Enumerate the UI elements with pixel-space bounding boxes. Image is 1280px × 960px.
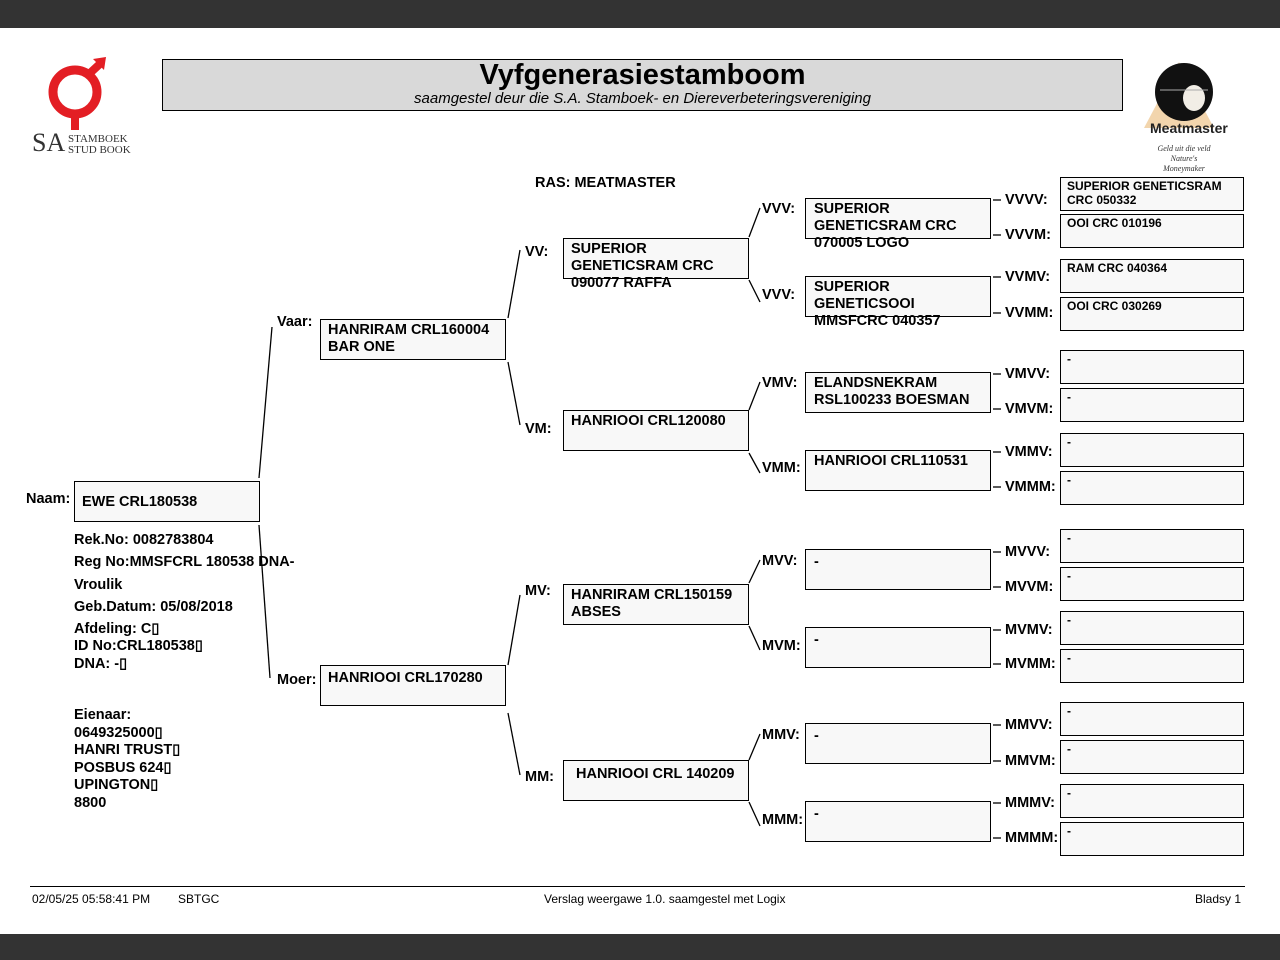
meatmaster-brand: Meatmaster [1150, 120, 1228, 136]
vmm-label: VMM: [762, 460, 801, 476]
vvv-label-1: VVV: [762, 201, 796, 217]
rek-no: Rek.No: 0082783804 [74, 532, 214, 548]
moer-box: HANRIOOI CRL170280 [320, 665, 506, 706]
gen4-label-vvvm: VVVM: [1005, 227, 1051, 243]
gen4-label-vvvv: VVVV: [1005, 192, 1048, 208]
gen4-box-vvmm: OOI CRC 030269 [1060, 297, 1244, 331]
gen4-label-vmvv: VMVV: [1005, 366, 1051, 382]
id-no: ID No:CRL180538▯ [74, 638, 203, 654]
gen4-label-mvmm: MVMM: [1005, 656, 1056, 672]
sheep-emblem-icon [1144, 62, 1214, 128]
footer-code: SBTGC [178, 892, 220, 906]
mvv-label: MVV: [762, 553, 798, 569]
vm-label: VM: [525, 421, 552, 437]
gen4-label-vvmv: VVMV: [1005, 269, 1051, 285]
mmm-box: - [805, 801, 991, 842]
vaar-label: Vaar: [277, 314, 313, 330]
mmv-label: MMV: [762, 727, 800, 743]
gen4-label-mmvv: MMVV: [1005, 717, 1053, 733]
vvv-box-1: SUPERIOR GENETICSRAM CRC 070005 LOGO [805, 198, 991, 251]
moer-label: Moer: [277, 672, 317, 688]
mvm-box: - [805, 627, 991, 668]
footer-datetime: 02/05/25 05:58:41 PM [32, 892, 151, 906]
logo-line-stamboek: STAMBOEK [68, 133, 128, 145]
owner-line: HANRI TRUST▯ [74, 742, 181, 758]
mmv-box: - [805, 723, 991, 764]
gen4-box-mvvv: - [1060, 529, 1244, 563]
gen4-box-vvvm: OOI CRC 010196 [1060, 214, 1244, 248]
gen4-box-vvmv: RAM CRC 040364 [1060, 259, 1244, 293]
page-title: Vyfgenerasiestamboom [479, 59, 806, 91]
owner-line: 8800 [74, 794, 107, 811]
vmv-label: VMV: [762, 375, 798, 391]
vm-box: HANRIOOI CRL120080 [563, 410, 749, 451]
gen4-label-vmvm: VMVM: [1005, 401, 1054, 417]
owner-line: 0649325000▯ [74, 724, 163, 741]
sex: Vroulik [74, 577, 123, 593]
gen4-box-vmmv: - [1060, 433, 1244, 467]
gen4-box-mmmm: - [1060, 822, 1244, 856]
footer-report: Verslag weergawe 1.0. saamgestel met Log… [544, 892, 786, 906]
gen4-box-mvvm: - [1060, 567, 1244, 601]
mvm-label: MVM: [762, 638, 801, 654]
mm-box: HANRIOOI CRL 140209 [563, 760, 749, 801]
afdeling: Afdeling: C▯ [74, 621, 160, 637]
vmv-box: ELANDSNEKRAM RSL100233 BOESMAN [805, 372, 991, 413]
gen4-box-mmmv: - [1060, 784, 1244, 818]
mmm-label: MMM: [762, 812, 804, 828]
breed-label: RAS: MEATMASTER [535, 175, 676, 191]
gen4-label-mmmv: MMMV: [1005, 795, 1055, 811]
viewer-top-bar [0, 0, 1280, 28]
gen4-box-mmvv: - [1060, 702, 1244, 736]
vvv-box-2: SUPERIOR GENETICSOOI MMSFCRC 040357 [805, 276, 991, 329]
gen4-box-vmvm: - [1060, 388, 1244, 422]
birth-date: Geb.Datum: 05/08/2018 [74, 599, 233, 615]
reg-no: Reg No:MMSFCRL 180538 DNA- [74, 554, 295, 570]
gen4-label-mvvv: MVVV: [1005, 544, 1051, 560]
viewer-bottom-bar [0, 934, 1280, 960]
meatmaster-tagline-1: Geld uit die veld [1157, 144, 1211, 153]
gen4-label-mvvm: MVVM: [1005, 579, 1054, 595]
gen4-label-vvmm: VVMM: [1005, 305, 1054, 321]
owner-line: POSBUS 624▯ [74, 759, 172, 776]
meatmaster-logo: Meatmaster Geld uit die veld Nature's Mo… [1138, 60, 1228, 173]
stud-symbol-icon [48, 57, 106, 130]
footer-page: Bladsy 1 [1195, 892, 1242, 906]
gen4-label-mvmv: MVMV: [1005, 622, 1053, 638]
gen4-label-vmmm: VMMM: [1005, 479, 1056, 495]
gen4-label-mmvm: MMVM: [1005, 753, 1056, 769]
vmm-box: HANRIOOI CRL110531 [805, 450, 991, 491]
logo-line-studbook: STUD BOOK [68, 144, 131, 156]
mv-box: HANRIRAM CRL150159 ABSES [563, 584, 749, 625]
owner-line: Eienaar: [74, 707, 132, 723]
mv-label: MV: [525, 583, 551, 599]
owner-line: UPINGTON▯ [74, 777, 159, 793]
meatmaster-tagline-2: Nature's Moneymaker [1163, 154, 1205, 173]
animal-name-box: EWE CRL180538 [74, 481, 260, 522]
mm-label: MM: [525, 769, 554, 785]
gen4-box-mmvm: - [1060, 740, 1244, 774]
vv-box: SUPERIOR GENETICSRAM CRC 090077 RAFFA [563, 238, 749, 291]
dna: DNA: -▯ [74, 656, 128, 672]
gen4-box-mvmm: - [1060, 649, 1244, 683]
owner-block: Eienaar: 0649325000▯ HANRI TRUST▯ POSBUS… [74, 707, 180, 812]
naam-label: Naam: [26, 491, 71, 507]
page-subtitle: saamgestel deur die S.A. Stamboek- en Di… [414, 90, 871, 107]
gen4-box-vmmm: - [1060, 471, 1244, 505]
footer-divider [30, 886, 1245, 887]
gen4-box-vvvv: SUPERIOR GENETICSRAM CRC 050332 [1060, 177, 1244, 211]
gen4-label-mmmm: MMMM: [1005, 830, 1059, 846]
gen4-label-vmmv: VMMV: [1005, 444, 1053, 460]
logo-sa-prefix: SA [32, 128, 66, 157]
vv-label: VV: [525, 244, 549, 260]
sa-stamboek-logo: SA STAMBOEK STUD BOOK [30, 56, 140, 160]
gen4-box-mvmv: - [1060, 611, 1244, 645]
vvv-label-2: VVV: [762, 287, 796, 303]
vaar-box: HANRIRAM CRL160004 BAR ONE [320, 319, 506, 360]
mvv-box: - [805, 549, 991, 590]
title-banner: Vyfgenerasiestamboom saamgestel deur die… [162, 59, 1123, 111]
gen4-box-vmvv: - [1060, 350, 1244, 384]
